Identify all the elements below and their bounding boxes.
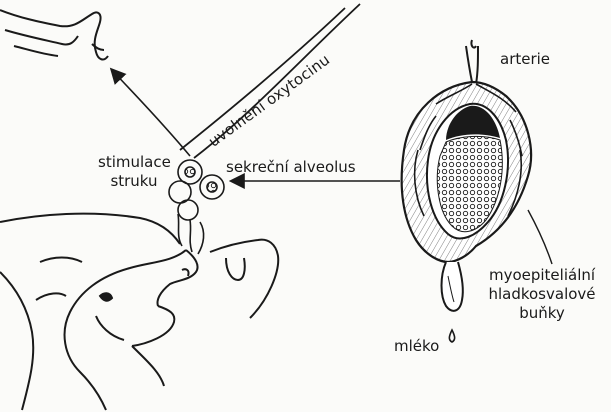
myoepithelial-line2: hladkosvalové (478, 285, 606, 304)
bloodstream-line (180, 8, 345, 150)
myoepithelial-pointer (528, 210, 552, 264)
milk-drop (449, 330, 454, 342)
nipple-stimulation-line2: struku (98, 172, 170, 191)
artery-label: arterie (500, 50, 550, 69)
myoepithelial-label: myoepiteliální hladkosvalové buňky (478, 266, 606, 323)
calf-and-udder (0, 214, 278, 410)
oxytocin-arrow (112, 70, 190, 156)
milk-duct (442, 262, 463, 311)
secretory-alveolus-label: sekreční alveolus (226, 158, 356, 177)
nipple-stimulation-line1: stimulace (98, 153, 170, 172)
artery-vessel (466, 46, 478, 84)
myoepithelial-line1: myoepiteliální (478, 266, 606, 285)
myoepithelial-line3: buňky (478, 304, 606, 323)
nipple-stimulation-label: stimulace struku (98, 153, 170, 191)
milk-label: mléko (394, 337, 439, 356)
pituitary-sketch (0, 10, 108, 59)
